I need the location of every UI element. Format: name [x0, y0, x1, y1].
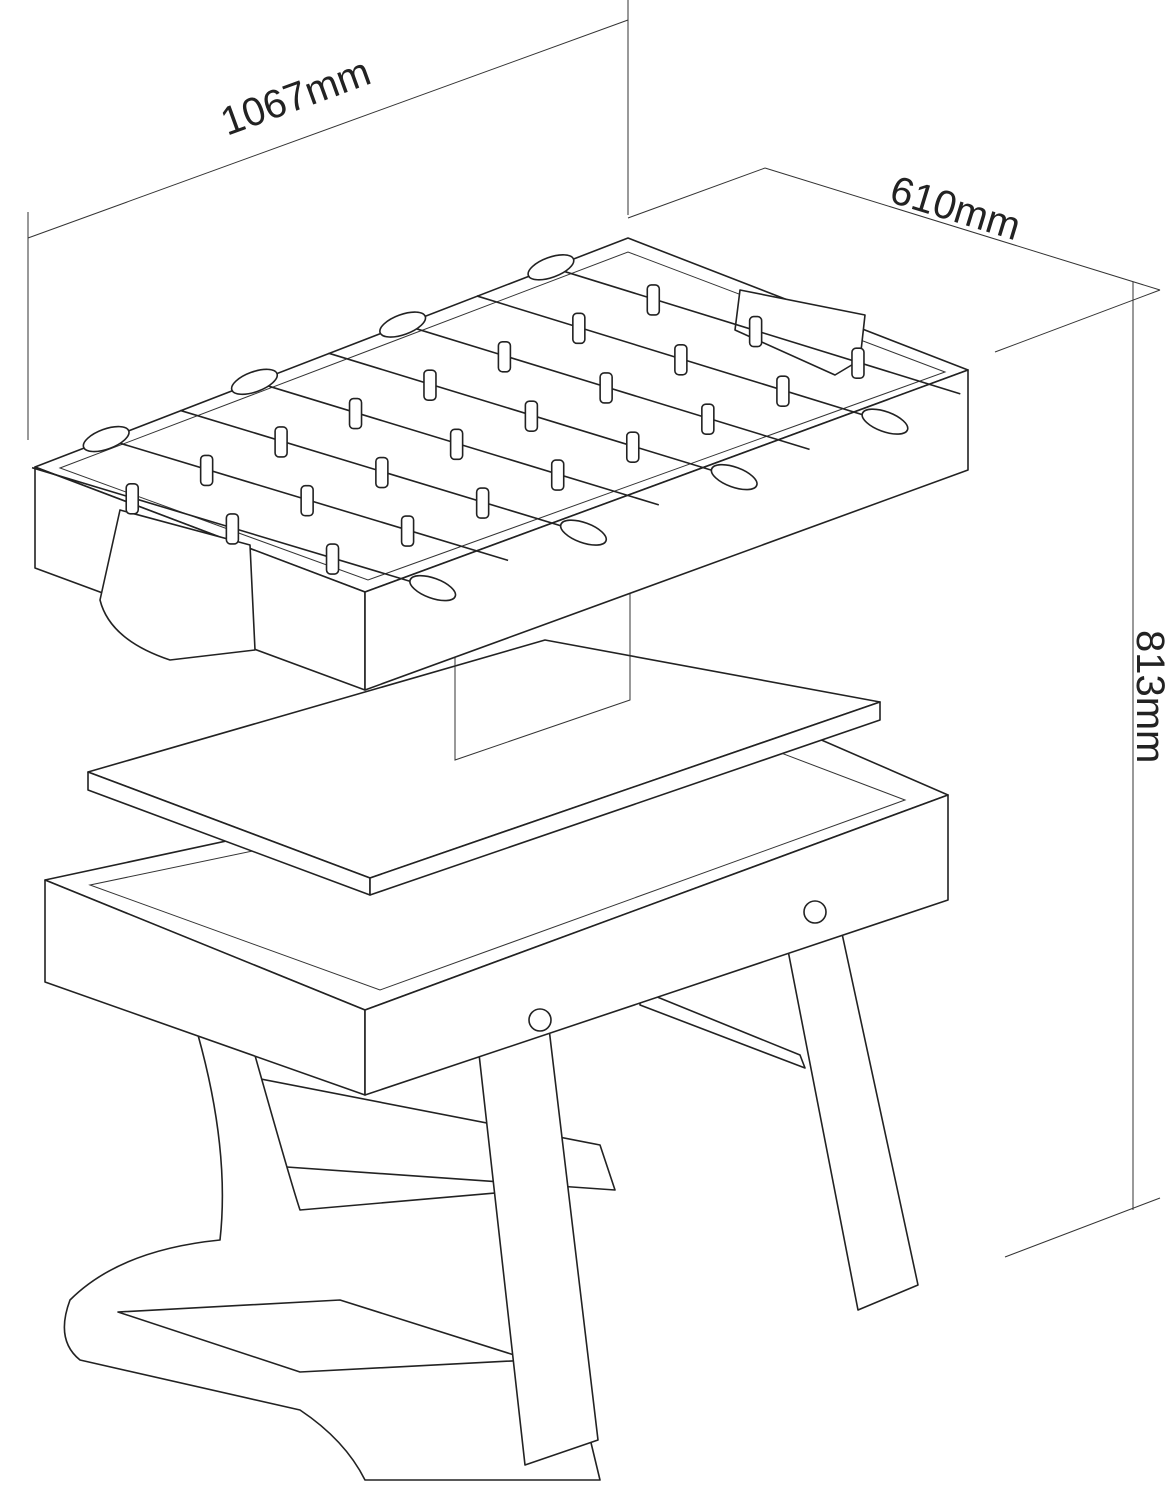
foosball-player — [125, 482, 140, 515]
foosball-player — [325, 543, 340, 575]
foosball-player — [851, 347, 865, 380]
foosball-player — [449, 428, 464, 461]
foosball-player — [625, 431, 640, 463]
foosball-player — [748, 315, 763, 348]
rod-handle — [527, 254, 575, 281]
height-dimension-label: 813mm — [1128, 630, 1172, 764]
foosball-player — [524, 400, 539, 432]
foosball-player — [300, 484, 314, 517]
foosball-player — [550, 459, 565, 491]
rod-handle — [559, 519, 608, 546]
dimension-lines — [27, 0, 1161, 1258]
foosball-player — [475, 487, 490, 519]
foosball-player — [375, 456, 389, 489]
foosball-player — [646, 284, 661, 316]
foosball-player — [776, 375, 790, 408]
foosball-table — [31, 237, 969, 691]
pool-table — [44, 721, 949, 1096]
foosball-player — [599, 372, 613, 404]
foosball-player — [274, 426, 288, 458]
foosball-player — [423, 369, 437, 401]
foosball-player — [225, 513, 240, 545]
rod-handle — [230, 368, 279, 396]
foosball-player — [674, 343, 688, 376]
foosball-player — [199, 454, 214, 487]
foosball-player — [572, 312, 586, 345]
foosball-player — [497, 340, 512, 373]
foosball-player — [701, 403, 715, 435]
rod-handle — [861, 408, 909, 435]
rod-handle — [82, 425, 130, 453]
table-tennis-top — [87, 589, 881, 896]
rod-handle — [409, 574, 457, 602]
rod-handle — [379, 311, 427, 338]
foosball-player — [400, 515, 415, 547]
rod-handle — [710, 463, 758, 491]
foosball-player — [348, 397, 363, 430]
